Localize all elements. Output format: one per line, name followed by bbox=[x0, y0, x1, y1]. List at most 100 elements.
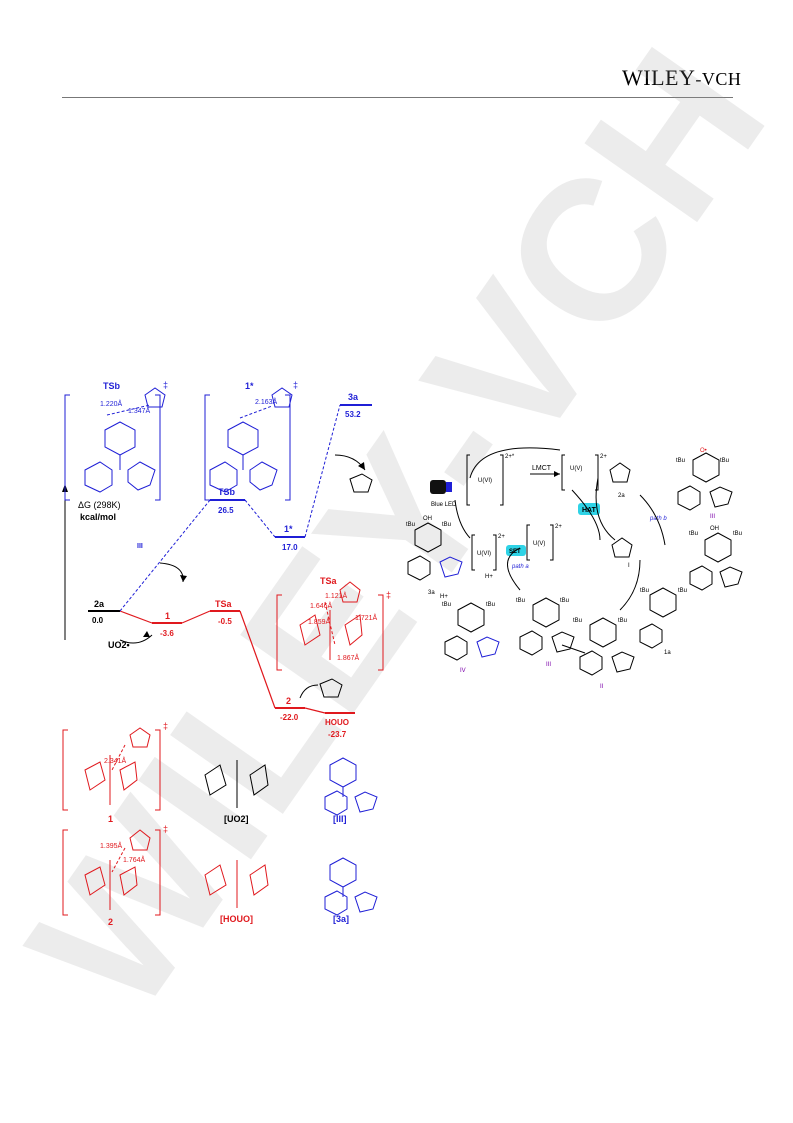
s2-label: 2 bbox=[108, 917, 113, 927]
lmct-label: LMCT bbox=[532, 465, 552, 472]
watermark-text: WILEY-VCH bbox=[0, 12, 793, 1050]
level-2-value: -22.0 bbox=[280, 713, 299, 722]
label-2a: 2a bbox=[618, 493, 625, 499]
label-iii-bottom: III bbox=[546, 662, 551, 668]
s2-dagger: ‡ bbox=[163, 824, 168, 834]
brand-logo: WILEY-VCH bbox=[622, 65, 742, 90]
level-tsb-label: TSb bbox=[218, 487, 236, 497]
ts-a-bond3: 1.859Å bbox=[308, 617, 331, 626]
s2-bond2: 1.764Å bbox=[123, 855, 146, 864]
ts-a-bond4: 1.721Å bbox=[355, 613, 378, 622]
three-a-label: [3a] bbox=[333, 914, 349, 924]
u5-mid: U(V) bbox=[533, 541, 545, 547]
h-plus-2: H+ bbox=[440, 594, 448, 600]
path-b-label: path b bbox=[649, 516, 667, 522]
tbu-10: tBu bbox=[618, 618, 627, 624]
level-1star-value: 17.0 bbox=[282, 543, 298, 552]
uo2-structure-label: [UO2] bbox=[224, 814, 249, 824]
svg-text:O•: O• bbox=[700, 448, 707, 454]
red-path bbox=[119, 610, 355, 714]
u5-top: U(V) bbox=[570, 466, 582, 472]
s2-bond1: 1.395Å bbox=[100, 841, 123, 850]
s1-bond: 2.341Å bbox=[104, 756, 127, 765]
ts-a-dagger: ‡ bbox=[386, 590, 391, 600]
charge-mid: 2+ bbox=[498, 534, 505, 540]
tbu-6: tBu bbox=[442, 522, 451, 528]
s1-dagger: ‡ bbox=[163, 721, 168, 731]
tbu-8: tBu bbox=[678, 588, 687, 594]
level-3a-label: 3a bbox=[348, 392, 359, 402]
structure-2 bbox=[62, 829, 161, 916]
charge-top-right: 2+ bbox=[600, 454, 607, 460]
roman-iii: III bbox=[137, 543, 143, 550]
label-iii-top: III bbox=[710, 514, 715, 520]
structure-1star bbox=[204, 387, 293, 501]
ts-b-bond2: 1.347Å bbox=[128, 406, 151, 415]
tbu-11: tBu bbox=[516, 598, 525, 604]
watermark: WILEY-VCH bbox=[0, 12, 793, 1050]
oh-right: OH bbox=[710, 526, 719, 532]
mechanism: Blue LED U(VI) 2+* LMCT U(V) 2+ HAT 2a p… bbox=[406, 447, 743, 690]
u6-mid: U(VI) bbox=[477, 551, 491, 557]
radical-i-icon bbox=[611, 537, 633, 558]
level-tsa-value: -0.5 bbox=[218, 617, 232, 626]
arrow-thf-radical-2 bbox=[299, 684, 319, 699]
uo2-label: UO2• bbox=[108, 640, 130, 650]
tbu-5: tBu bbox=[406, 522, 415, 528]
tbu-4: tBu bbox=[733, 531, 742, 537]
level-1-value: -3.6 bbox=[160, 629, 174, 638]
tbu-7: tBu bbox=[640, 588, 649, 594]
path-a-label: path a bbox=[511, 564, 529, 570]
ts-b-dagger: ‡ bbox=[163, 380, 168, 390]
energy-diagram: ΔG (298K) kcal/mol 2a 0.0 1 -3.6 TSa -0.… bbox=[62, 392, 373, 739]
one-star-title: 1* bbox=[245, 381, 254, 391]
ts-a-bond1: 1.121Å bbox=[325, 591, 348, 600]
structure-tsa bbox=[276, 581, 384, 671]
houo-structure-label: [HOUO] bbox=[220, 914, 253, 924]
tbu-1: tBu bbox=[676, 458, 685, 464]
one-star-bond: 2.163Å bbox=[255, 397, 278, 406]
structure-3a bbox=[324, 857, 378, 916]
tbu-9: tBu bbox=[573, 618, 582, 624]
structure-houo bbox=[204, 860, 269, 908]
label-3a: 3a bbox=[428, 590, 435, 596]
level-1star-label: 1* bbox=[284, 524, 293, 534]
level-2a-label: 2a bbox=[94, 599, 105, 609]
ts-b-bond1: 1.220Å bbox=[100, 399, 123, 408]
level-tsb-value: 26.5 bbox=[218, 506, 234, 515]
tbu-2: tBu bbox=[720, 458, 729, 464]
structure-iii bbox=[324, 757, 378, 816]
label-i: I bbox=[628, 563, 630, 569]
structure-tsb bbox=[64, 387, 166, 501]
tbu-13: tBu bbox=[442, 602, 451, 608]
level-1-label: 1 bbox=[165, 611, 170, 621]
hat-label: HAT bbox=[582, 507, 597, 514]
ts-a-bond5: 1.867Å bbox=[337, 653, 360, 662]
level-3a-value: 53.2 bbox=[345, 410, 361, 419]
ts-a-title: TSa bbox=[320, 576, 338, 586]
tbu-3: tBu bbox=[689, 531, 698, 537]
label-ii: II bbox=[600, 684, 604, 690]
ts-b-title: TSb bbox=[103, 381, 121, 391]
h-plus-1: H+ bbox=[485, 574, 493, 580]
thf-radical-icon-2 bbox=[319, 678, 343, 698]
iii-label: [III] bbox=[333, 814, 347, 824]
mech-3a bbox=[414, 522, 442, 553]
blue-path bbox=[119, 404, 372, 612]
label-iv: IV bbox=[460, 668, 466, 674]
level-2a-value: 0.0 bbox=[92, 616, 104, 625]
set-label: SET bbox=[509, 549, 521, 555]
thf-radical-icon bbox=[349, 473, 373, 493]
structure-uo2 bbox=[204, 760, 269, 808]
arrow-iii bbox=[159, 562, 184, 583]
charge-mid-right: 2+ bbox=[555, 524, 562, 530]
level-houo-label: HOUO bbox=[325, 718, 349, 727]
blue-led-label: Blue LED bbox=[431, 502, 457, 508]
tbu-12: tBu bbox=[560, 598, 569, 604]
header-rule bbox=[62, 97, 733, 98]
label-1a: 1a bbox=[664, 650, 671, 656]
u6-top: U(VI) bbox=[478, 478, 492, 484]
charge-star: 2+* bbox=[505, 454, 515, 460]
ts-a-bond2: 1.646Å bbox=[310, 601, 333, 610]
level-2-label: 2 bbox=[286, 696, 291, 706]
